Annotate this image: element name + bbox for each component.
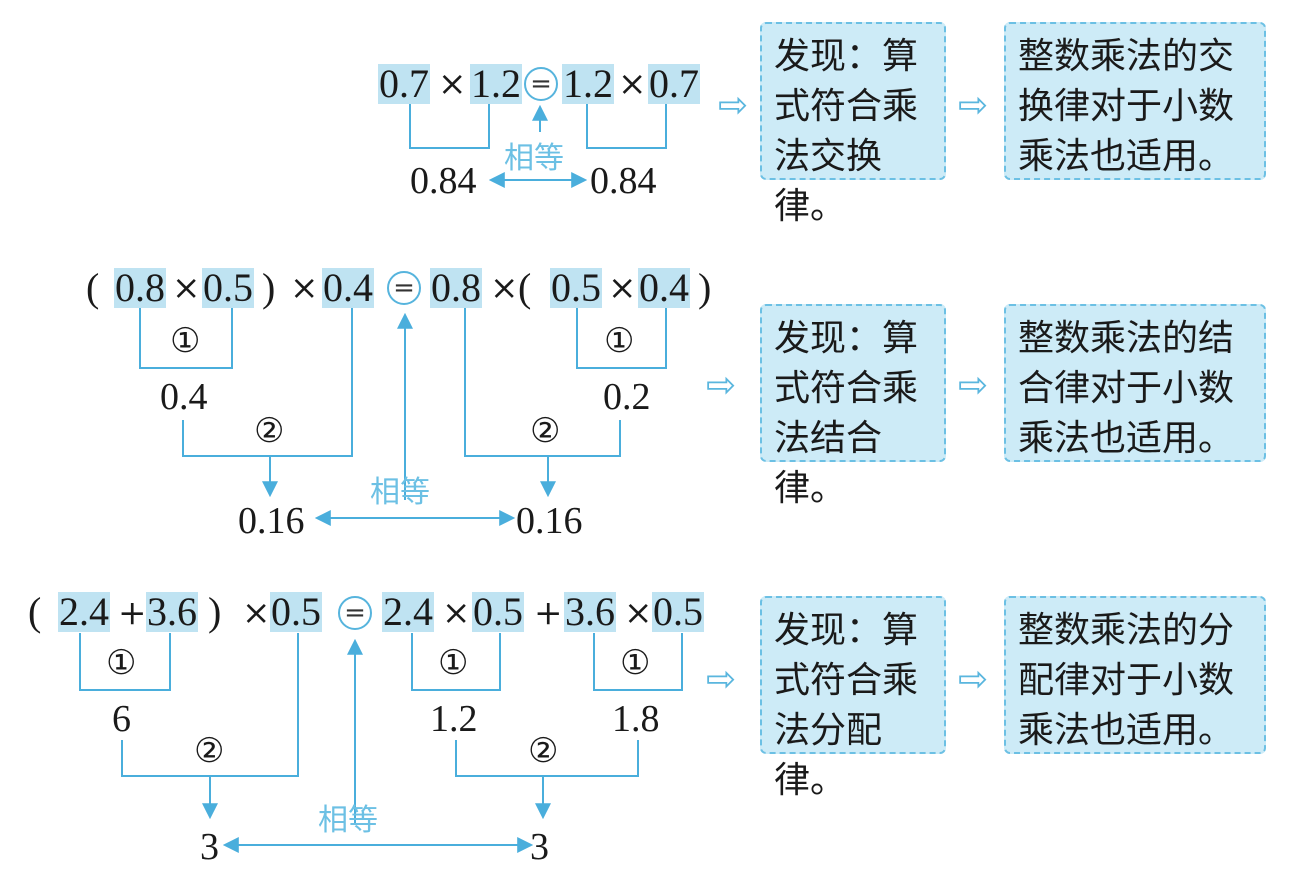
row2-conclusion-box: 整数乘法的结 合律对于小数 乘法也适用。 bbox=[1004, 304, 1266, 462]
row1-result-left: 0.84 bbox=[410, 160, 477, 202]
row3-operand-b: 3.6 bbox=[146, 589, 198, 634]
row2-discovery-box: 发现：算 式符合乘 法结合律。 bbox=[760, 304, 946, 509]
row2-times-3: × bbox=[490, 268, 519, 308]
row3-plus-2: + bbox=[534, 593, 563, 633]
row1-hollow-right-arrow-icon-2: ⇨ bbox=[958, 85, 989, 126]
row3-operand-c: 0.5 bbox=[270, 589, 322, 634]
row2-step2-right: ② bbox=[530, 411, 561, 451]
row1-hollow-right-arrow-icon: ⇨ bbox=[718, 85, 749, 126]
row3-times-3: × bbox=[624, 593, 653, 633]
row3-conclusion-box: 整数乘法的分 配律对于小数 乘法也适用。 bbox=[1004, 596, 1266, 754]
row2-operand-d: 0.8 bbox=[430, 265, 482, 310]
row2-operand-f: 0.4 bbox=[638, 265, 690, 310]
row3-times-1: × bbox=[242, 593, 271, 633]
row3-step2-left: ② bbox=[194, 731, 225, 771]
row1-times-2: × bbox=[618, 64, 647, 104]
row3-center-step1-bracket bbox=[411, 633, 501, 691]
row3-discovery-box: 发现：算 式符合乘 法分配律。 bbox=[760, 596, 946, 801]
row3-step1-right: ① bbox=[620, 643, 651, 683]
row2-lparen-2: ( bbox=[518, 265, 532, 310]
row3-right-step2-bracket bbox=[455, 740, 639, 777]
row1-operand-c: 1.2 bbox=[562, 61, 614, 106]
row1-times-1: × bbox=[438, 64, 467, 104]
row3-result-right: 3 bbox=[530, 826, 549, 868]
row3-operand-a: 2.4 bbox=[58, 589, 110, 634]
row3-operand-f: 3.6 bbox=[564, 589, 616, 634]
row1-equal-label: 相等 bbox=[504, 141, 564, 176]
row2-operand-c: 0.4 bbox=[322, 265, 374, 310]
row2-times-2: × bbox=[290, 268, 319, 308]
row1-circled-equals-icon: = bbox=[524, 67, 558, 101]
row2-times-4: × bbox=[608, 268, 637, 308]
row3-step1-left: ① bbox=[106, 643, 137, 683]
row2-rparen-1: ) bbox=[262, 265, 276, 310]
row2-hollow-right-arrow-icon-2: ⇨ bbox=[958, 365, 989, 406]
row3-right-step1-bracket bbox=[593, 633, 683, 691]
row2-operand-a: 0.8 bbox=[114, 265, 166, 310]
row3-times-2: × bbox=[442, 593, 471, 633]
row3-step1-center: ① bbox=[438, 643, 469, 683]
row1-operand-b: 1.2 bbox=[470, 61, 522, 106]
row3-rparen: ) bbox=[208, 589, 222, 634]
row2-right-step1-bracket bbox=[576, 308, 667, 369]
row3-hollow-right-arrow-icon: ⇨ bbox=[706, 659, 737, 700]
row1-operand-d: 0.7 bbox=[648, 61, 700, 106]
row3-circled-equals-icon: = bbox=[338, 596, 372, 630]
row3-left-step1-bracket bbox=[79, 633, 171, 691]
row2-operand-e: 0.5 bbox=[550, 265, 602, 310]
row1-operand-a: 0.7 bbox=[378, 61, 430, 106]
row3-operand-e: 0.5 bbox=[472, 589, 524, 634]
row2-right-step2-bracket bbox=[464, 308, 621, 457]
row3-plus-1: + bbox=[118, 593, 147, 633]
row2-lparen-1: ( bbox=[86, 265, 100, 310]
row3-operand-g: 0.5 bbox=[652, 589, 704, 634]
row2-hollow-right-arrow-icon: ⇨ bbox=[706, 365, 737, 406]
row2-left-step2-bracket bbox=[182, 308, 353, 457]
row3-step2-right: ② bbox=[528, 731, 559, 771]
row2-result-right: 0.16 bbox=[516, 500, 583, 542]
row3-operand-d: 2.4 bbox=[382, 589, 434, 634]
row1-right-bracket bbox=[586, 102, 667, 149]
row2-operand-b: 0.5 bbox=[202, 265, 254, 310]
row1-conclusion-box: 整数乘法的交 换律对于小数 乘法也适用。 bbox=[1004, 22, 1266, 180]
row2-mid-right: 0.2 bbox=[603, 376, 651, 418]
row2-mid-left: 0.4 bbox=[160, 376, 208, 418]
row2-times-1: × bbox=[172, 268, 201, 308]
row3-lparen: ( bbox=[28, 589, 42, 634]
row1-discovery-box: 发现：算 式符合乘 法交换律。 bbox=[760, 22, 946, 227]
row3-result-left: 3 bbox=[200, 826, 219, 868]
row1-result-right: 0.84 bbox=[590, 160, 657, 202]
row3-equal-label: 相等 bbox=[318, 803, 378, 838]
row2-step1-right: ① bbox=[604, 321, 635, 361]
row2-step1-left: ① bbox=[170, 321, 201, 361]
row2-equal-label: 相等 bbox=[370, 475, 430, 510]
row3-mid-right: 1.8 bbox=[612, 698, 660, 740]
row2-step2-left: ② bbox=[254, 411, 285, 451]
row2-circled-equals-icon: = bbox=[387, 271, 421, 305]
row2-result-left: 0.16 bbox=[238, 500, 305, 542]
row1-left-bracket bbox=[409, 102, 490, 149]
row3-mid-center: 1.2 bbox=[430, 698, 478, 740]
row2-rparen-2: ) bbox=[698, 265, 712, 310]
row3-hollow-right-arrow-icon-2: ⇨ bbox=[958, 659, 989, 700]
row3-mid-left: 6 bbox=[112, 698, 131, 740]
row2-left-step1-bracket bbox=[139, 308, 233, 369]
